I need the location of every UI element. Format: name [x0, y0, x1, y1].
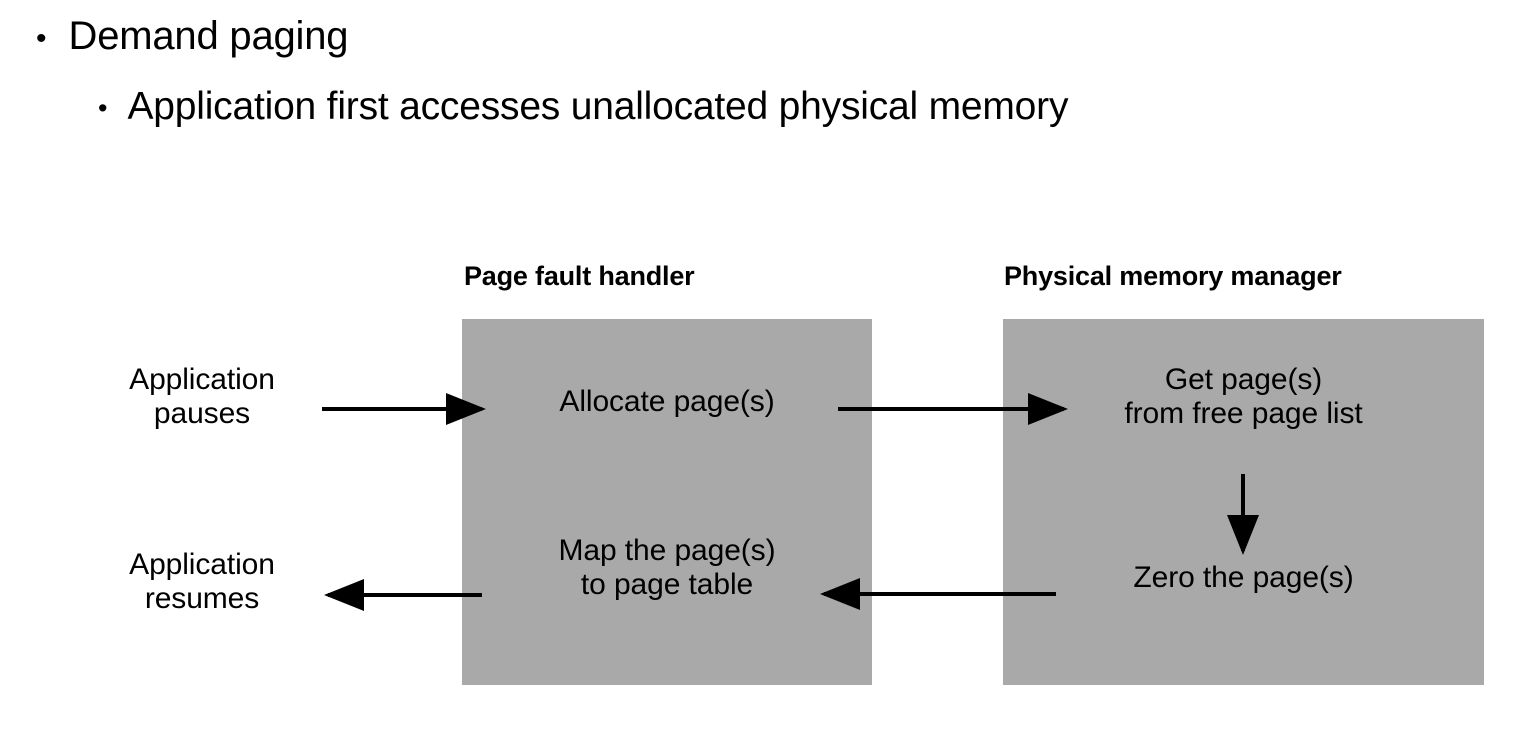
step-label-map-pages: Map the page(s) to page table [558, 534, 776, 602]
step-label-allocate-pages: Allocate page(s) [559, 385, 775, 418]
column-header-page-fault-handler: Page fault handler [464, 261, 695, 291]
bullet-text-demand-paging: Demand paging [68, 14, 349, 58]
step-label-get-pages: Get page(s) from free page list [1124, 363, 1363, 431]
column-box-page-fault-handler [462, 319, 872, 685]
label-application-resumes: Application resumes [129, 548, 275, 616]
bullet-item-level1: • Demand paging [0, 14, 1536, 59]
bullet-text-application-first-accesses: Application first accesses unallocated p… [127, 84, 1069, 128]
step-label-zero-pages: Zero the page(s) [1133, 561, 1354, 594]
column-header-physical-memory-manager: Physical memory manager [1004, 261, 1342, 291]
bullet-list: • Demand paging • Application first acce… [0, 0, 1536, 128]
bullet-marker-icon: • [98, 92, 108, 123]
bullet-marker-icon: • [36, 22, 47, 55]
label-application-pauses: Application pauses [129, 363, 275, 431]
bullet-item-level2: • Application first accesses unallocated… [0, 85, 1536, 129]
